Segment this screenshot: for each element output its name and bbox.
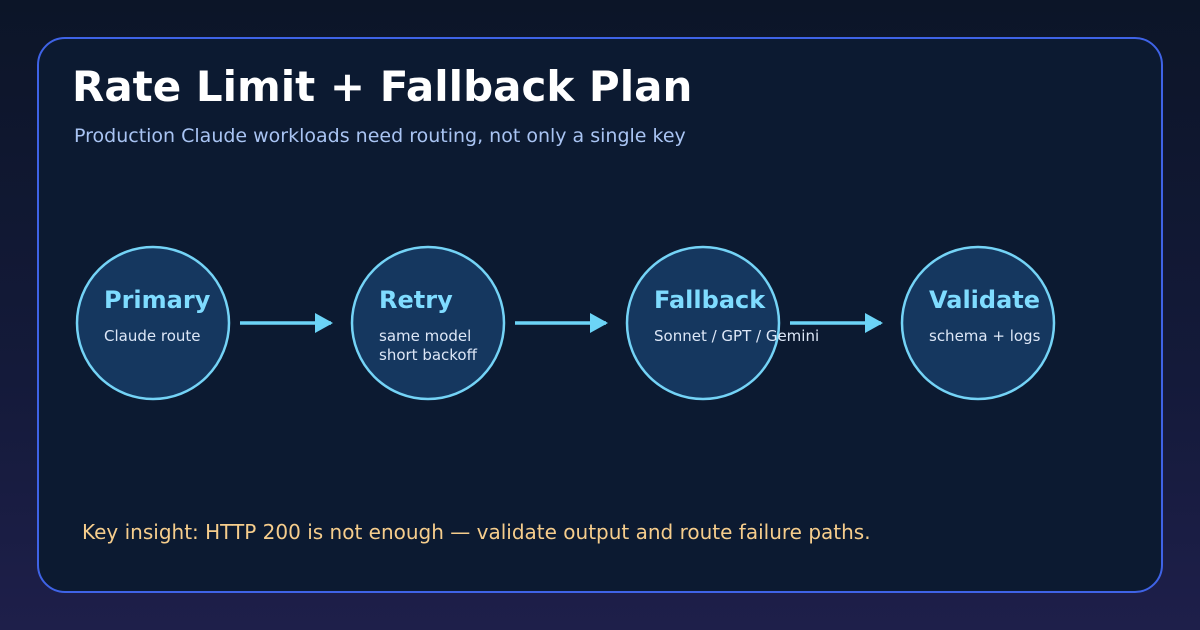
diagram-card: [37, 37, 1163, 593]
page-title: Rate Limit + Fallback Plan: [72, 62, 693, 111]
key-insight: Key insight: HTTP 200 is not enough — va…: [82, 520, 871, 544]
page-subtitle: Production Claude workloads need routing…: [74, 125, 686, 147]
